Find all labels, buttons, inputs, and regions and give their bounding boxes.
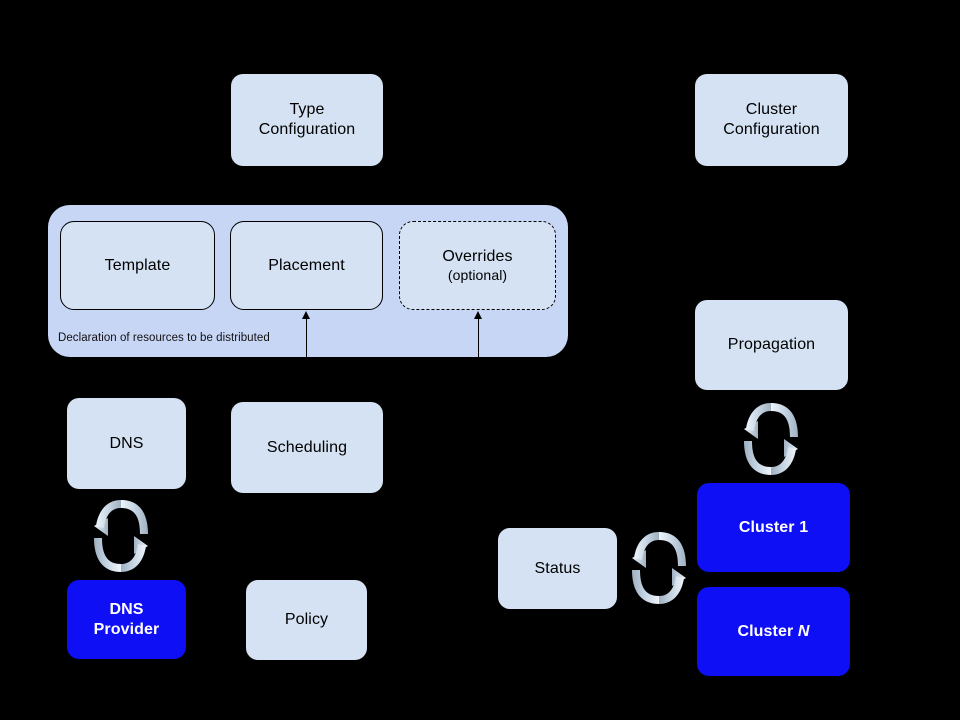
node-overrides[interactable]: Overrides (optional) <box>399 221 556 310</box>
arrowhead-placement-from-below <box>302 311 310 319</box>
node-cluster-configuration-label: Cluster Configuration <box>723 101 820 138</box>
node-scheduling[interactable]: Scheduling <box>231 402 383 493</box>
node-dns-label: DNS <box>109 434 144 452</box>
node-cluster-n-label: Cluster N <box>737 622 810 640</box>
node-placement[interactable]: Placement <box>230 221 383 310</box>
node-cluster-n[interactable]: Cluster N <box>697 587 850 676</box>
sync-arrows-icon <box>94 500 148 572</box>
node-cluster-1-label: Cluster 1 <box>738 518 809 536</box>
node-status[interactable]: Status <box>498 528 617 609</box>
node-scheduling-label: Scheduling <box>266 438 348 456</box>
node-template-label: Template <box>104 256 171 274</box>
connector-scheduling-to-placement <box>306 318 307 357</box>
node-placement-label: Placement <box>268 256 345 274</box>
node-dns-provider-label: DNS Provider <box>93 600 160 638</box>
sync-arrows-icon-propagation <box>744 403 798 475</box>
node-overrides-label: Overrides <box>442 248 513 266</box>
node-cluster-configuration[interactable]: Cluster Configuration <box>695 74 848 166</box>
node-status-label: Status <box>534 559 581 577</box>
node-propagation-label: Propagation <box>727 336 816 353</box>
node-propagation[interactable]: Propagation <box>695 300 848 390</box>
group-caption: Declaration of resources to be distribut… <box>58 332 270 344</box>
connector-policy-to-overrides <box>478 318 479 357</box>
node-type-configuration[interactable]: Type Configuration <box>231 74 383 166</box>
node-overrides-sublabel: (optional) <box>447 267 508 284</box>
sync-arrows-icon-status <box>632 532 686 604</box>
node-dns[interactable]: DNS <box>67 398 186 489</box>
node-policy[interactable]: Policy <box>246 580 367 660</box>
node-template[interactable]: Template <box>60 221 215 310</box>
node-dns-provider[interactable]: DNS Provider <box>67 580 186 659</box>
node-policy-label: Policy <box>284 611 329 628</box>
node-cluster-1[interactable]: Cluster 1 <box>697 483 850 572</box>
arrowhead-overrides-from-below <box>474 311 482 319</box>
node-type-configuration-label: Type Configuration <box>258 101 356 138</box>
